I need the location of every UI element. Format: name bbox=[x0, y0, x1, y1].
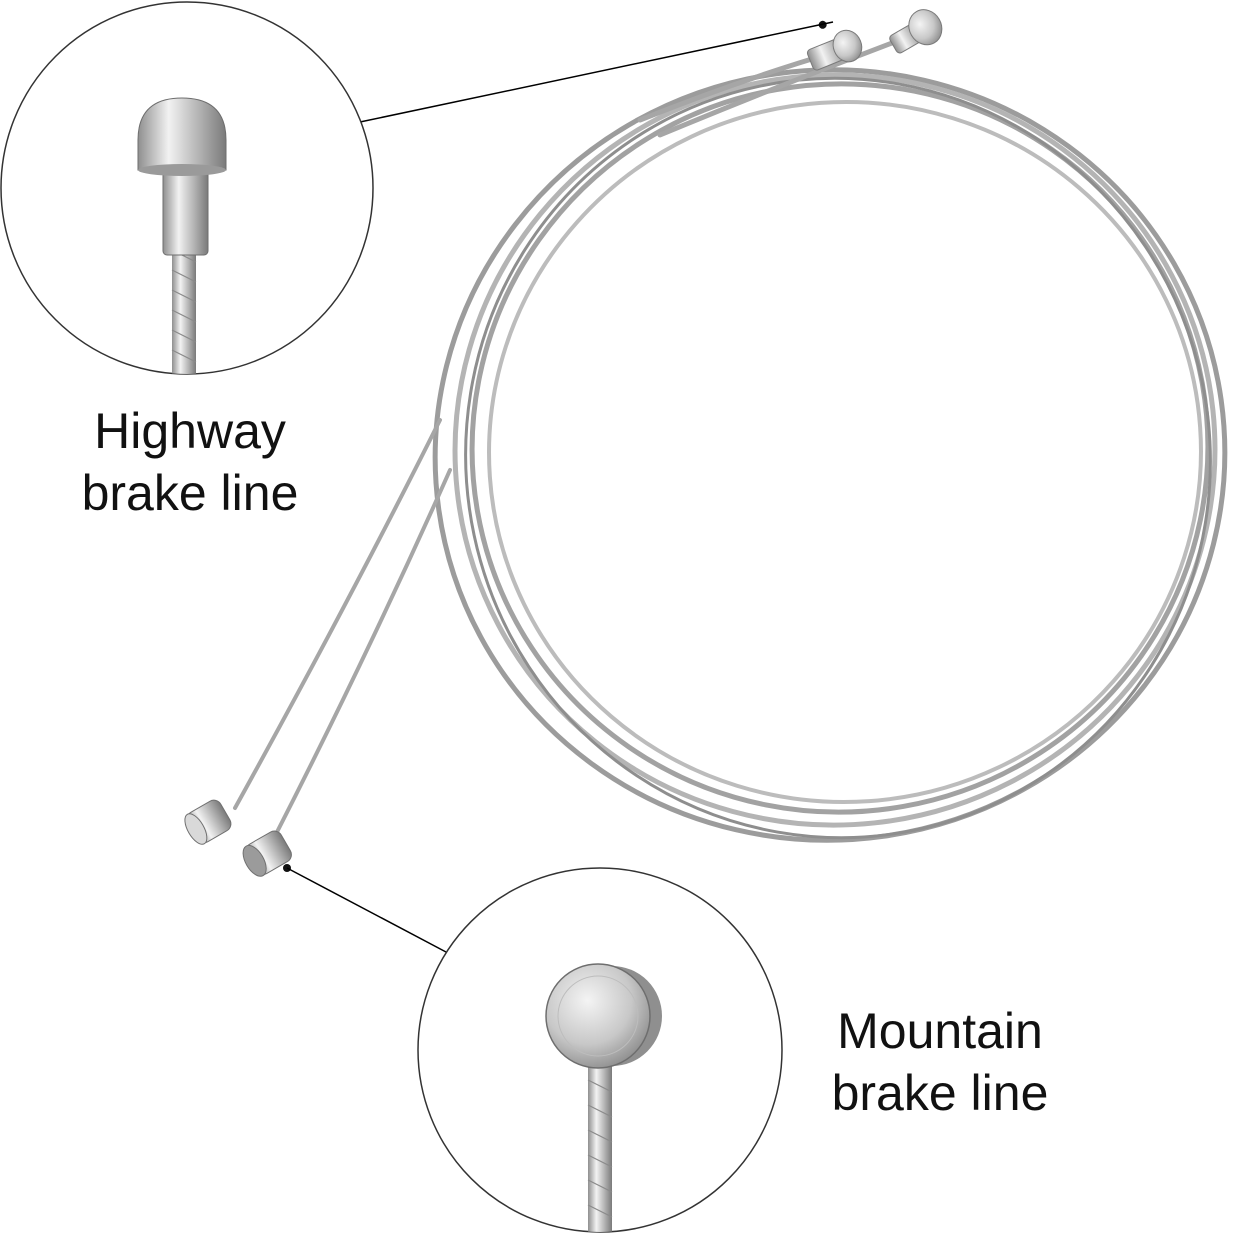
mountain-label-line1: Mountain bbox=[837, 1003, 1043, 1059]
highway-brake-line-label: Highway brake line bbox=[40, 400, 340, 524]
highway-cable-end bbox=[806, 9, 943, 71]
leader-line-highway bbox=[359, 21, 834, 123]
mountain-callout bbox=[417, 867, 783, 1233]
highway-label-line1: Highway bbox=[94, 403, 286, 459]
mountain-cable-end bbox=[184, 799, 292, 877]
cable-tails-bottom bbox=[233, 418, 452, 838]
highway-label-line2: brake line bbox=[81, 465, 299, 521]
cable-coil bbox=[432, 67, 1228, 843]
mountain-label-line2: brake line bbox=[831, 1065, 1049, 1121]
mountain-brake-line-label: Mountain brake line bbox=[790, 1000, 1090, 1124]
leader-line-mountain bbox=[286, 867, 447, 953]
highway-callout bbox=[0, 1, 374, 375]
